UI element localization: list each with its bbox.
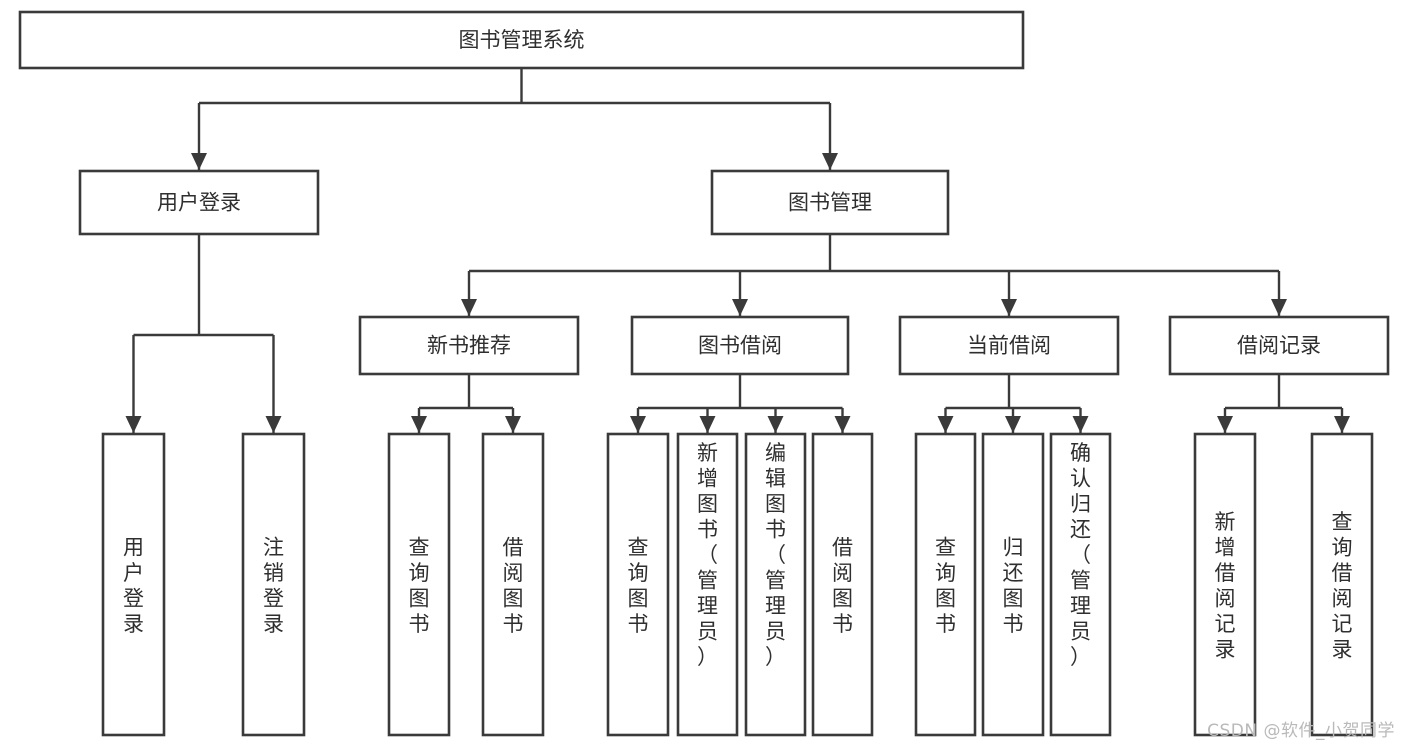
- node-box: [358, 315, 580, 376]
- arrow-head-icon: [125, 416, 142, 433]
- arrow-head-icon: [732, 299, 748, 316]
- node-book-management[interactable]: 图书管理: [710, 169, 950, 236]
- node-leaf-query-book-2[interactable]: 查询图书: [606, 432, 670, 737]
- node-leaf-logout[interactable]: 注销登录: [241, 432, 306, 737]
- node-leaf-query-record[interactable]: 查询借阅记录: [1310, 432, 1374, 737]
- node-label: 图书管理: [788, 191, 872, 215]
- node-label: 借阅记录: [1237, 334, 1321, 358]
- node-box: [1168, 315, 1390, 376]
- arrow-head-icon: [767, 416, 784, 433]
- node-box: [981, 432, 1045, 737]
- node-layer: 图书管理系统用户登录图书管理新书推荐图书借阅当前借阅借阅记录用户登录注销登录查询…: [18, 10, 1390, 737]
- arrow-head-icon: [1334, 416, 1350, 433]
- arrow-head-icon: [699, 416, 716, 433]
- node-label: 新书推荐: [427, 334, 511, 358]
- node-current-borrow[interactable]: 当前借阅: [898, 315, 1120, 376]
- node-label: 当前借阅: [967, 334, 1051, 358]
- node-leaf-confirm-return[interactable]: 确认归还（管理员）: [1049, 432, 1112, 737]
- node-box: [1193, 432, 1257, 737]
- arrow-head-icon: [1005, 416, 1021, 433]
- node-label: 图书借阅: [698, 334, 782, 358]
- node-box: [78, 169, 320, 236]
- node-box: [101, 432, 166, 737]
- node-box: [1310, 432, 1374, 737]
- arrow-head-icon: [1072, 416, 1089, 433]
- node-label: 新增图书（管理员）: [697, 441, 718, 669]
- node-box: [18, 10, 1025, 70]
- node-label: 查询借阅记录: [1332, 510, 1353, 662]
- arrow-head-icon: [630, 416, 646, 433]
- node-label: 归还图书: [1003, 536, 1024, 637]
- node-label: 编辑图书（管理员）: [765, 441, 786, 669]
- node-label: 查询图书: [935, 536, 956, 637]
- arrow-head-icon: [505, 416, 521, 433]
- node-label: 新增借阅记录: [1215, 510, 1236, 662]
- node-label: 借阅图书: [503, 536, 524, 637]
- node-root[interactable]: 图书管理系统: [18, 10, 1025, 70]
- node-box: [744, 432, 807, 737]
- node-leaf-borrow-book-1[interactable]: 借阅图书: [481, 432, 545, 737]
- arrow-head-icon: [1001, 299, 1017, 316]
- node-leaf-query-book-1[interactable]: 查询图书: [387, 432, 451, 737]
- arrow-head-icon: [1217, 416, 1233, 433]
- arrow-head-icon: [834, 416, 851, 433]
- node-user-login[interactable]: 用户登录: [78, 169, 320, 236]
- node-leaf-borrow-book-2[interactable]: 借阅图书: [811, 432, 874, 737]
- node-box: [811, 432, 874, 737]
- node-label: 图书管理系统: [459, 28, 585, 52]
- arrow-head-icon: [191, 153, 207, 170]
- node-leaf-return-book[interactable]: 归还图书: [981, 432, 1045, 737]
- node-leaf-edit-book[interactable]: 编辑图书（管理员）: [744, 432, 807, 737]
- node-label: 借阅图书: [832, 536, 853, 637]
- node-box: [241, 432, 306, 737]
- node-leaf-user-login[interactable]: 用户登录: [101, 432, 166, 737]
- watermark-text: CSDN @软件_小贺同学: [1207, 721, 1395, 741]
- node-label: 确认归还（管理员）: [1070, 441, 1091, 669]
- node-box: [676, 432, 739, 737]
- node-box: [710, 169, 950, 236]
- arrow-head-icon: [1271, 299, 1287, 316]
- node-box: [387, 432, 451, 737]
- arrow-head-icon: [411, 416, 427, 433]
- arrow-head-icon: [265, 416, 282, 433]
- node-leaf-query-book-3[interactable]: 查询图书: [914, 432, 977, 737]
- node-label: 注销登录: [263, 536, 284, 637]
- node-label: 查询图书: [409, 536, 430, 637]
- node-borrow-record[interactable]: 借阅记录: [1168, 315, 1390, 376]
- node-box: [630, 315, 850, 376]
- node-box: [914, 432, 977, 737]
- edge-layer: [125, 68, 1350, 433]
- node-new-book-recommend[interactable]: 新书推荐: [358, 315, 580, 376]
- node-box: [898, 315, 1120, 376]
- node-book-borrow[interactable]: 图书借阅: [630, 315, 850, 376]
- node-leaf-add-book[interactable]: 新增图书（管理员）: [676, 432, 739, 737]
- node-label: 用户登录: [123, 536, 144, 637]
- node-leaf-add-record[interactable]: 新增借阅记录: [1193, 432, 1257, 737]
- arrow-head-icon: [937, 416, 954, 433]
- arrow-head-icon: [461, 299, 477, 316]
- node-box: [481, 432, 545, 737]
- node-box: [606, 432, 670, 737]
- node-label: 用户登录: [157, 191, 241, 215]
- arrow-head-icon: [822, 153, 838, 170]
- node-label: 查询图书: [628, 536, 649, 637]
- node-box: [1049, 432, 1112, 737]
